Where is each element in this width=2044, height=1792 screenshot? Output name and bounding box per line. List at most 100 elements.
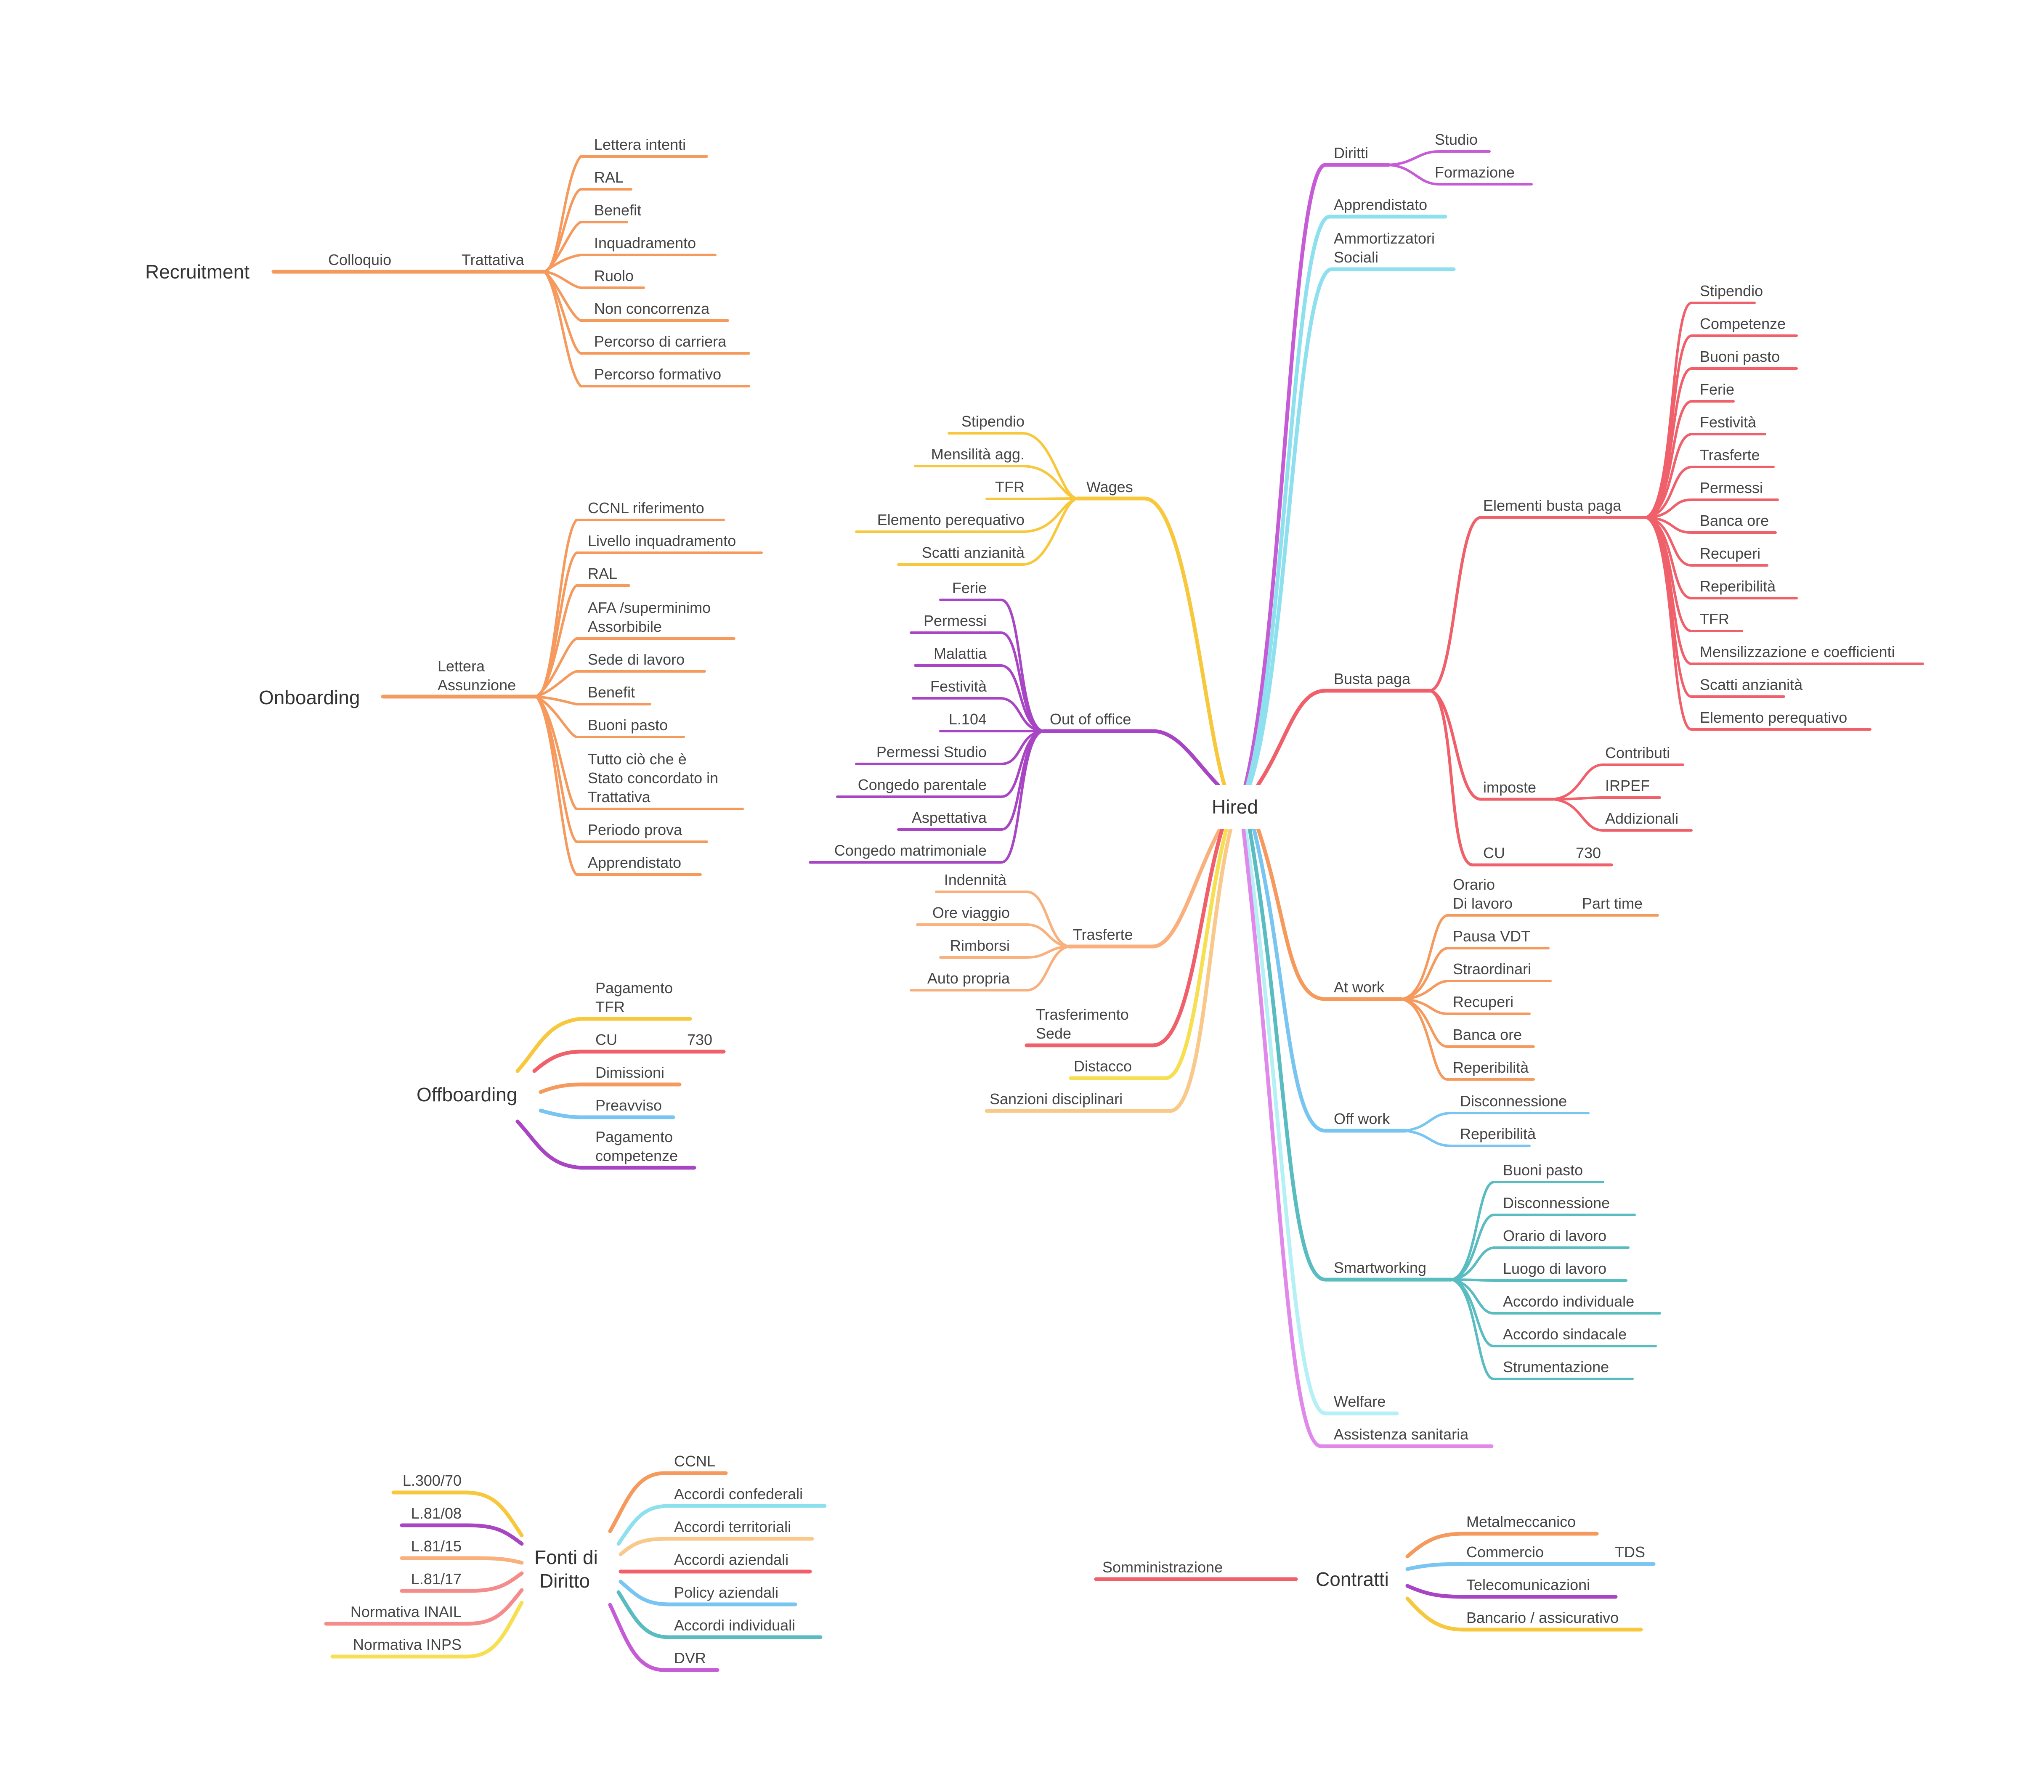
offboarding-item: CU [595,1031,617,1048]
contratti-item: Commercio [1466,1543,1544,1561]
recruitment-item: Benefit [594,201,641,219]
wages-item: TFR [995,478,1025,496]
recruitment-branch [271,155,750,387]
onboarding-item: Periodo prova [588,821,682,838]
smartworking-item: Orario di lavoro [1503,1227,1606,1244]
offboarding-item: Preavviso [595,1097,662,1114]
fonti-di-diritto-root: Diritto [539,1570,590,1592]
trasferimento-sede-label: Trasferimento [1036,1006,1129,1023]
imposte-item: Contributi [1605,744,1670,761]
lettera-assunzione-label: Assunzione [438,676,516,694]
recruitment-item: Inquadramento [594,234,696,252]
busta-paga-cu-730: 730 [1576,844,1601,862]
onboarding-item: Buoni pasto [588,716,668,734]
at-work-label: At work [1334,978,1385,996]
out-of-office-item: Congedo parentale [858,776,987,793]
contratti-item: Bancario / assicurativo [1466,1609,1619,1626]
somministrazione-label: Somministrazione [1102,1559,1223,1576]
fonti-right-item: DVR [674,1649,706,1667]
distacco-label: Distacco [1074,1058,1132,1075]
fonti-right-item: Accordi territoriali [674,1518,791,1535]
onboarding-item: AFA /superminimo [588,599,711,616]
busta-paga-label: Busta paga [1334,670,1411,687]
hired-right-bottom-leaves [1241,827,1494,1448]
smartworking-item: Accordo sindacale [1503,1325,1627,1343]
trattativa-label: Trattativa [462,251,525,268]
offboarding-item: TFR [595,998,625,1015]
onboarding-root: Onboarding [259,687,360,708]
diritti-item: Studio [1435,131,1478,148]
trasferte-item: Rimborsi [950,937,1010,954]
fonti-left-branch [324,1490,524,1659]
imposte-label: imposte [1483,779,1536,796]
offboarding-item: Pagamento [595,979,673,997]
out-of-office-label: Out of office [1050,710,1131,728]
elementi-item: Mensilizzazione e coefficienti [1700,643,1895,660]
recruitment-item: Ruolo [594,267,634,284]
at-work-item: Reperibilità [1453,1059,1529,1076]
out-of-office-item: Festività [930,678,987,695]
elementi-item: Permessi [1700,479,1763,496]
hired-root: Hired [1212,796,1258,818]
onboarding-branch [381,519,763,876]
fonti-left-item: L.81/15 [411,1538,462,1555]
wages-item: Scatti anzianità [922,544,1025,561]
elementi-item: Competenze [1700,315,1786,332]
contratti-branch [1094,1532,1656,1632]
recruitment-item: Non concorrenza [594,300,710,317]
wages-item: Mensilità agg. [931,445,1025,463]
at-work-item: Pausa VDT [1453,928,1530,945]
fonti-left-item: L.81/17 [411,1570,462,1588]
diritti-label: Diritti [1334,144,1368,162]
elementi-item: TFR [1700,610,1729,628]
elementi-busta-paga-label: Elementi busta paga [1483,497,1622,514]
recruitment-item: Percorso di carriera [594,333,727,350]
offboarding-item: Dimissioni [595,1064,664,1081]
recruitment-item: RAL [594,169,624,186]
at-work-item: Banca ore [1453,1026,1522,1043]
elementi-item: Buoni pasto [1700,348,1780,365]
elementi-item: Elemento perequativo [1700,709,1847,726]
contratti-item: Telecomunicazioni [1466,1576,1590,1593]
elementi-item: Stipendio [1700,282,1763,300]
welfare-label: Welfare [1334,1393,1386,1410]
hired-right-top-leaves [1245,215,1456,787]
at-work-branch [1256,827,1659,1081]
fonti-left-item: L.300/70 [403,1472,462,1489]
off-work-item: Reperibilità [1460,1125,1536,1143]
offboarding-branch [515,1017,726,1170]
commercio-tds-label: TDS [1615,1543,1645,1561]
onboarding-item: Sede di lavoro [588,651,685,668]
ammortizzatori-label: Ammortizzatori [1334,230,1435,247]
off-work-label: Off work [1334,1110,1390,1127]
contratti-root: Contratti [1316,1568,1389,1590]
onboarding-item: Benefit [588,684,635,701]
wages-branch [855,432,1226,787]
part-time-label: Part time [1582,895,1643,912]
out-of-office-item: Congedo matrimoniale [834,842,987,859]
onboarding-item: CCNL riferimento [588,499,704,517]
trasferte-item: Indennità [944,871,1007,888]
busta-paga-branch [1256,302,1924,867]
elementi-item: Ferie [1700,381,1734,398]
diritti-item: Formazione [1435,164,1515,181]
apprendistato-label: Apprendistato [1334,196,1427,213]
elementi-item: Reperibilità [1700,578,1776,595]
recruitment-item: Lettera intenti [594,136,686,153]
hired-left-leaves [985,827,1233,1113]
out-of-office-item: Permessi [924,612,987,629]
orario-di-lavoro-label: Orario [1453,876,1495,893]
elementi-item: Banca ore [1700,512,1769,529]
fonti-right-branch [608,1471,827,1672]
smartworking-branch [1248,827,1661,1380]
trasferte-label: Trasferte [1073,926,1133,943]
trasferte-item: Ore viaggio [932,904,1010,921]
wages-item: Elemento perequativo [877,511,1025,528]
smartworking-item: Accordo individuale [1503,1293,1634,1310]
onboarding-item: RAL [588,565,617,582]
ammortizzatori-label: Sociali [1334,249,1378,266]
out-of-office-item: L.104 [949,710,987,728]
hired-root-bg [1195,785,1262,829]
offboarding-root: Offboarding [417,1084,518,1105]
